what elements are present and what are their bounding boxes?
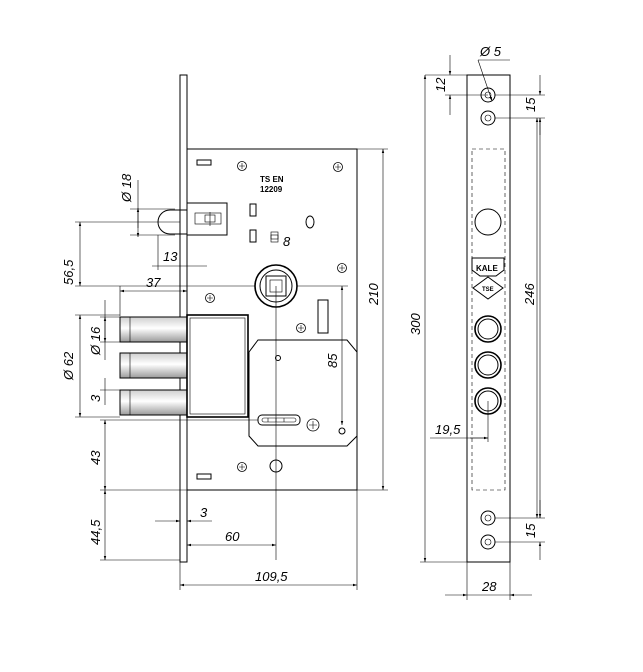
dim-strike-pitch-bottom: 15 — [523, 523, 538, 538]
screw-icon — [237, 161, 247, 171]
forend-side-view: KALE TSE — [466, 74, 511, 563]
forend-face — [466, 74, 511, 563]
plate-hole-2 — [338, 427, 346, 435]
dim-bolt-span: Ø 62 — [61, 351, 76, 381]
forend-hole-bottom-1 — [480, 510, 496, 526]
front-view-dimensions: Ø 18 13 8 56,5 37 Ø 16 Ø 62 3 — [61, 148, 388, 590]
tse-emblem — [472, 276, 504, 300]
dim-bottom-offset: 44,5 — [88, 519, 103, 545]
dim-strike-spacing: 19,5 — [435, 422, 461, 437]
plate-hole — [275, 355, 281, 361]
dim-case-width: 109,5 — [255, 569, 288, 584]
screw-icon — [306, 418, 320, 432]
deadbolt-stack — [119, 316, 188, 416]
dim-case-height: 210 — [366, 283, 381, 306]
screw-icon — [237, 462, 247, 472]
key-slot — [257, 414, 301, 426]
guide-slot-2 — [249, 229, 257, 243]
dim-spindle-square: 8 — [283, 234, 291, 249]
forend-hole-top-2 — [480, 110, 496, 126]
cylinder-plate — [248, 339, 358, 447]
dim-bolt-gap: 3 — [88, 394, 103, 402]
screw-icon — [296, 323, 306, 333]
case-oval-hole — [305, 215, 315, 229]
dim-spindle-to-key: 85 — [325, 353, 340, 368]
brand-logo: KALE TSE — [471, 257, 505, 300]
spindle-square-mark — [270, 231, 279, 240]
deadbolt-3 — [119, 389, 188, 416]
dim-backset: 60 — [225, 529, 240, 544]
bolt-carrier — [186, 314, 249, 418]
side-view-dimensions: Ø 5 12 15 246 300 19,5 15 — [408, 44, 545, 600]
bolt-opening-2 — [474, 351, 502, 379]
standard-marking-line1: TS EN — [260, 175, 284, 184]
vertical-slot — [317, 299, 329, 334]
brand-name: KALE — [476, 264, 498, 273]
dim-hole-span: 246 — [522, 283, 537, 306]
case-hidden-outline — [471, 148, 506, 491]
lock-front-view: TS EN 12209 — [119, 74, 358, 563]
bottom-slot — [196, 473, 212, 480]
screw-icon — [337, 263, 347, 273]
dim-plate-height: 300 — [408, 313, 423, 335]
latch-opening — [474, 208, 502, 236]
guide-slot-1 — [249, 203, 257, 217]
dim-plate-width: 28 — [481, 579, 497, 594]
dim-strike-top: 12 — [433, 77, 448, 92]
dim-latch-offset: 13 — [163, 249, 178, 264]
standard-marking-line2: 12209 — [260, 185, 283, 194]
emblem-text: TSE — [482, 287, 494, 293]
lock-case — [186, 148, 358, 491]
bolt-opening-1 — [474, 315, 502, 343]
dim-bolt-throw: 37 — [146, 275, 161, 290]
dim-latch-diameter: Ø 18 — [119, 173, 134, 203]
latch-bolt — [157, 202, 228, 236]
dim-strike-hole: Ø 5 — [479, 44, 502, 59]
dim-latch-to-spindle: 56,5 — [61, 259, 76, 285]
dim-strike-pitch-top: 15 — [523, 97, 538, 112]
dim-key-to-bottom: 43 — [88, 450, 103, 465]
screw-icon — [205, 293, 215, 303]
forend-hole-bottom-2 — [480, 534, 496, 550]
dim-plate-thickness: 3 — [200, 505, 208, 520]
dim-bolt-diameter: Ø 16 — [88, 326, 103, 356]
screw-icon — [333, 162, 343, 172]
case-screws — [205, 161, 347, 472]
top-slot — [196, 159, 212, 166]
